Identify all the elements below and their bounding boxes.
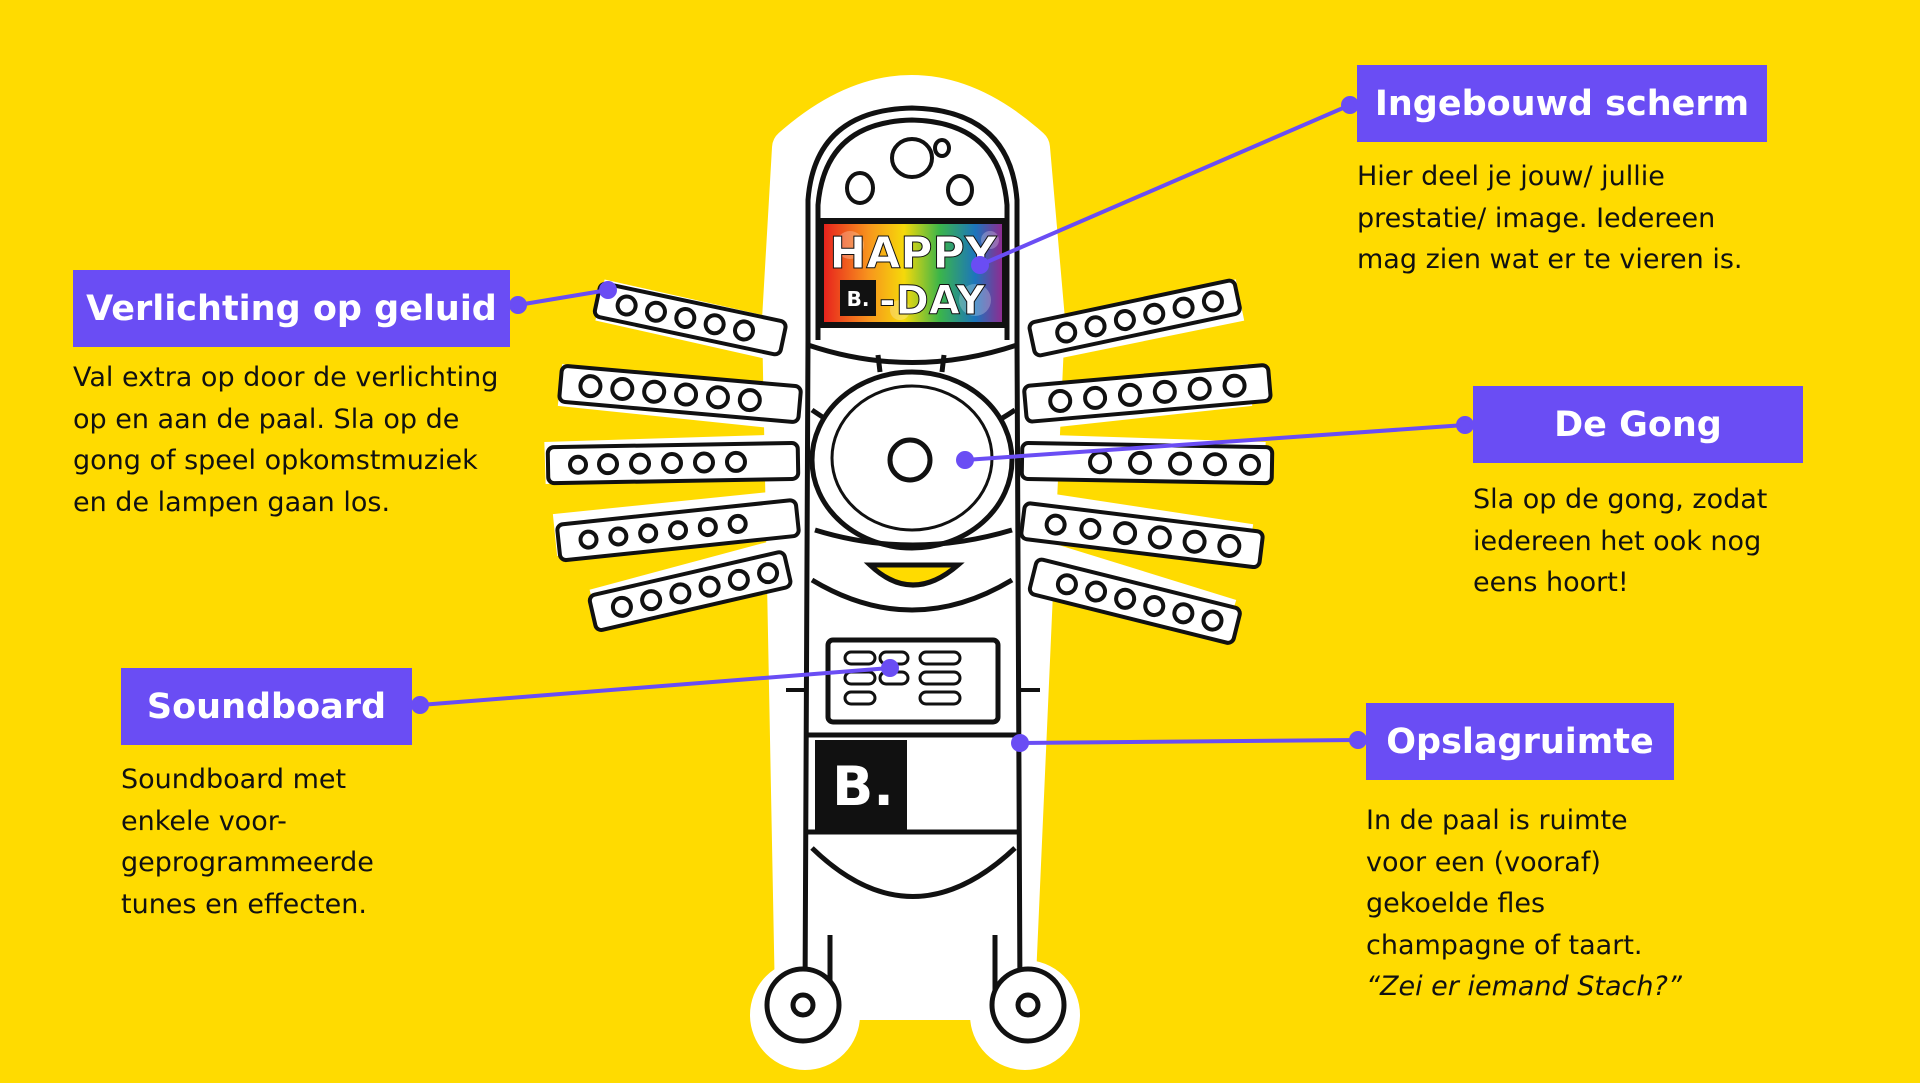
- soundboard: [786, 637, 1040, 725]
- builtin-screen: HAPPY B. -DAY: [818, 218, 1008, 328]
- desc-line: iedereen het ook nog: [1473, 525, 1762, 557]
- desc-line: In de paal is ruimte: [1366, 805, 1628, 836]
- connector-gong: [964, 423, 1466, 462]
- pole-logo: B.: [832, 755, 894, 818]
- desc-line: geprogrammeerde: [121, 847, 374, 878]
- callout-title-screen: Ingebouwd scherm: [1357, 65, 1767, 142]
- desc-line: voor een (vooraf): [1366, 846, 1601, 878]
- connector-storage: [1019, 738, 1359, 745]
- connector-soundboard: [419, 666, 891, 707]
- storage-quote: “Zei er iemand Stach?”: [1366, 971, 1682, 1002]
- desc-line: tunes en effecten.: [121, 888, 367, 920]
- callout-desc-lighting: Val extra op door de verlichting op en a…: [73, 357, 498, 523]
- callout-desc-soundboard: Soundboard met enkele voor- geprogrammee…: [121, 759, 374, 925]
- desc-line: Soundboard met: [121, 764, 347, 795]
- light-bars-right: [1019, 278, 1275, 645]
- desc-line: enkele voor-: [121, 805, 287, 837]
- storage-compartment: B.: [806, 732, 1018, 995]
- connector-lighting: [517, 288, 609, 307]
- screen-text-happy: HAPPY: [829, 228, 997, 279]
- connector-lines: [411, 96, 1474, 752]
- desc-line: Sla op de gong, zodat: [1473, 484, 1768, 515]
- desc-line: champagne of taart.: [1366, 929, 1643, 961]
- desc-line: prestatie/ image. Iedereen: [1357, 202, 1716, 234]
- desc-line: op en aan de paal. Sla op de: [73, 403, 460, 435]
- callout-desc-storage: In de paal is ruimte voor een (vooraf) g…: [1366, 800, 1682, 1008]
- gong: [807, 342, 1018, 613]
- callout-title-lighting: Verlichting op geluid: [73, 270, 510, 347]
- desc-line: Val extra op door de verlichting: [73, 362, 499, 393]
- desc-line: en de lampen gaan los.: [73, 486, 391, 518]
- desc-line: gong of speel opkomstmuziek: [73, 445, 478, 476]
- connector-screen: [979, 103, 1351, 267]
- callout-desc-screen: Hier deel je jouw/ jullie prestatie/ ima…: [1357, 156, 1742, 281]
- desc-line: eens hoort!: [1473, 567, 1629, 598]
- desc-line: gekoelde fles: [1366, 888, 1546, 919]
- callout-desc-gong: Sla op de gong, zodat iedereen het ook n…: [1473, 479, 1767, 604]
- desc-line: Hier deel je jouw/ jullie: [1357, 161, 1665, 192]
- screen-text-day: -DAY: [879, 278, 986, 324]
- screen-badge: B.: [847, 287, 870, 311]
- desc-line: mag zien wat er te vieren is.: [1357, 244, 1743, 275]
- callout-title-gong: De Gong: [1473, 386, 1803, 463]
- callout-title-soundboard: Soundboard: [121, 668, 412, 745]
- light-bars-left: [545, 281, 803, 632]
- wheels: [764, 966, 1067, 1044]
- callout-title-storage: Opslagruimte: [1366, 703, 1674, 780]
